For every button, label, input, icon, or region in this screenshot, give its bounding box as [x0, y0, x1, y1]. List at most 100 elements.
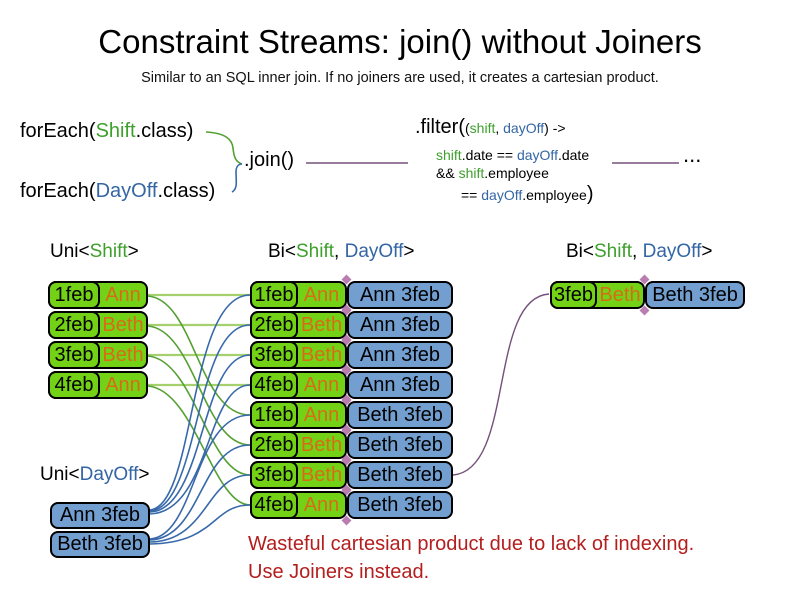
- dayoff2-to-bi6-line: [149, 444, 251, 541]
- code-foreach-shift: forEach(Shift.class): [20, 120, 193, 143]
- date-cell: 4feb: [250, 491, 298, 519]
- page-subtitle: Similar to an SQL inner join. If no join…: [141, 70, 659, 86]
- bi-dayoff-part: Beth 3feb: [347, 431, 453, 459]
- code-filter-args: (shift, dayOff) ->: [465, 120, 566, 136]
- bi-dayoff-part: Beth 3feb: [645, 281, 745, 309]
- employee-cell: Beth: [300, 433, 343, 456]
- date-cell: 4feb: [250, 371, 298, 399]
- dayoff1-to-bi2-line: [149, 324, 251, 512]
- date-cell: 3feb: [250, 341, 298, 369]
- code-filter-line4: == dayOff.employee): [461, 184, 594, 205]
- dayoff-brace-line: [231, 163, 243, 193]
- text-token: forEach(: [20, 120, 96, 142]
- code-filter-line3: && shift.employee: [436, 165, 549, 181]
- bi-dayoff-part: Ann 3feb: [347, 341, 453, 369]
- date-cell: 1feb: [250, 401, 298, 429]
- bi-dayoff-part: Ann 3feb: [347, 371, 453, 399]
- date-cell: 3feb: [250, 461, 298, 489]
- employee-cell: Ann: [303, 373, 340, 396]
- dayoff2-to-bi8-line: [149, 504, 251, 545]
- dayoff2-to-bi7-line: [149, 474, 251, 543]
- text-token: .class): [157, 180, 216, 202]
- bi-dayoff-part: Ann 3feb: [347, 281, 453, 309]
- bi-dayoff-part: Ann 3feb: [347, 311, 453, 339]
- text-token: .date: [557, 147, 590, 163]
- shift-brace-line: [205, 131, 243, 165]
- text-token: shift: [458, 165, 485, 181]
- text-token: shift: [469, 120, 496, 136]
- date-cell: 3feb: [550, 281, 597, 309]
- employee-cell: Ann: [303, 283, 340, 306]
- text-token: >: [701, 241, 713, 262]
- employee-cell: Beth: [300, 463, 343, 486]
- text-token: &&: [436, 165, 459, 181]
- dayoff-row: Ann 3feb: [50, 502, 150, 529]
- date-cell: 2feb: [48, 311, 100, 339]
- bi-dayoff-part: Beth 3feb: [347, 401, 453, 429]
- text-token: .employee: [522, 187, 587, 203]
- text-token: Uni<: [40, 464, 80, 485]
- employee-cell: Ann: [105, 373, 141, 396]
- label-bi-shift-dayoff-result: Bi<Shift, DayOff>: [566, 241, 712, 263]
- text-token: dayOff: [481, 187, 523, 203]
- label-bi-shift-dayoff: Bi<Shift, DayOff>: [268, 241, 414, 263]
- shift4-to-bi8-line: [147, 385, 251, 506]
- dayoff1-to-bi1-line: [149, 294, 251, 511]
- text-token: ==: [461, 187, 482, 203]
- text-token: Shift: [594, 241, 633, 262]
- text-token: Shift: [89, 241, 128, 262]
- text-token: forEach(: [20, 180, 96, 202]
- text-token: dayOff: [516, 147, 558, 163]
- warning-note: Wasteful cartesian product due to lack o…: [248, 530, 694, 586]
- employee-cell: Beth: [300, 313, 343, 336]
- label-uni-dayoff: Uni<DayOff>: [40, 464, 150, 486]
- employee-cell: Beth: [300, 343, 343, 366]
- bi-dayoff-part: Beth 3feb: [347, 491, 453, 519]
- employee-cell: Ann: [303, 403, 340, 426]
- text-token: ,: [632, 241, 643, 262]
- bi7-to-result-line: [452, 293, 550, 476]
- shift3-to-bi7-line: [147, 355, 251, 476]
- text-token: shift: [436, 147, 462, 163]
- date-cell: 4feb: [48, 371, 100, 399]
- date-cell: 2feb: [250, 431, 298, 459]
- dayoff1-to-bi4-line: [149, 384, 251, 515]
- dayoff-row: Beth 3feb: [50, 531, 150, 558]
- employee-cell: Ann: [105, 283, 141, 306]
- shift1-to-bi5-line: [147, 295, 251, 416]
- date-cell: 1feb: [48, 281, 100, 309]
- text-token: .class): [135, 120, 194, 142]
- code-filter-keyword: .filter(: [415, 116, 465, 138]
- employee-cell: Ann: [303, 493, 340, 516]
- text-token: >: [138, 464, 150, 485]
- text-token: .employee: [484, 165, 549, 181]
- employee-cell: Beth: [599, 283, 641, 306]
- text-token: >: [127, 241, 139, 262]
- text-token: DayOff: [642, 241, 702, 262]
- code-ellipsis: ...: [683, 142, 702, 167]
- code-filter-close-paren: ): [586, 183, 594, 205]
- text-token: dayOff: [503, 120, 545, 136]
- employee-cell: Beth: [102, 313, 144, 336]
- date-cell: 3feb: [48, 341, 100, 369]
